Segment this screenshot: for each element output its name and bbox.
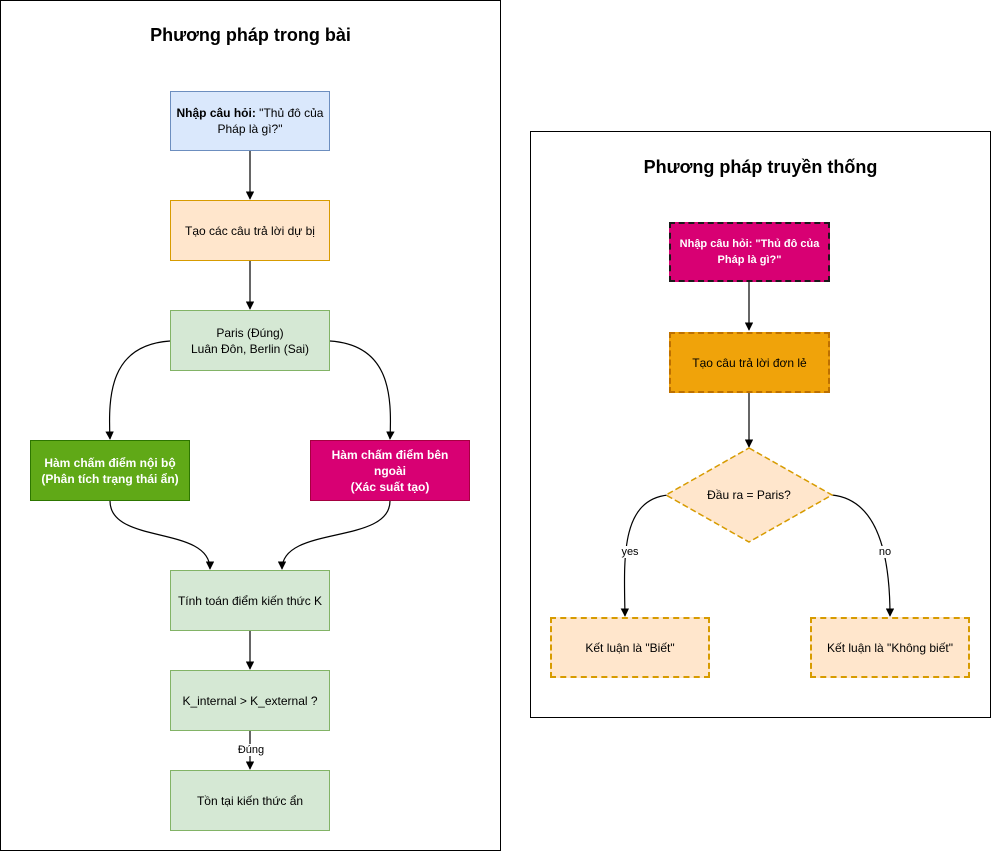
compare-label: K_internal > K_external ? bbox=[182, 693, 318, 708]
edge-label-no: no bbox=[876, 546, 894, 558]
generate-label: Tạo các câu trả lời dự bị bbox=[185, 223, 315, 238]
edge-label-true: Đúng bbox=[235, 744, 267, 756]
edge-candidates-to-internal bbox=[105, 340, 171, 440]
edge-external-to-compute bbox=[277, 500, 391, 570]
r-input-line2: Pháp là gì?" bbox=[717, 254, 782, 266]
right-panel-title: Phương pháp truyền thống bbox=[643, 157, 878, 177]
decision-label: Đầu ra = Paris? bbox=[707, 488, 791, 502]
input-text: "Thủ đô của bbox=[255, 106, 324, 120]
internal-line2: (Phân tích trạng thái ẩn) bbox=[41, 471, 179, 486]
dont-know-label: Kết luận là "Không biết" bbox=[827, 640, 953, 655]
node-generate-candidates: Tạo các câu trả lời dự bị bbox=[170, 200, 330, 261]
candidates-line1: Paris (Đúng) bbox=[216, 325, 284, 340]
decision-diamond bbox=[664, 447, 834, 543]
node-candidate-answers: Paris (Đúng) Luân Đôn, Berlin (Sai) bbox=[170, 310, 330, 371]
external-line2: (Xác suất tạo) bbox=[350, 479, 430, 494]
edge-r-decision-yes bbox=[620, 494, 669, 617]
external-line1: Hàm chấm điểm bên ngoài bbox=[331, 447, 449, 478]
single-label: Tạo câu trả lời đơn lẻ bbox=[692, 355, 807, 370]
edge-label-yes: yes bbox=[619, 546, 641, 558]
edge-candidates-to-external bbox=[329, 340, 395, 440]
node-r-decision-label: Đầu ra = Paris? bbox=[686, 480, 812, 510]
compute-label: Tính toán điểm kiến thức K bbox=[177, 593, 323, 608]
node-internal-scorer: Hàm chấm điểm nội bộ (Phân tích trạng th… bbox=[30, 440, 190, 501]
exists-label: Tồn tại kiến thức ẩn bbox=[196, 793, 304, 808]
node-hidden-knowledge: Tồn tại kiến thức ẩn bbox=[170, 770, 330, 831]
node-r-conclude-dont-know: Kết luận là "Không biết" bbox=[810, 617, 970, 678]
internal-line1: Hàm chấm điểm nội bộ bbox=[44, 455, 176, 470]
node-compare-scores: K_internal > K_external ? bbox=[170, 670, 330, 731]
node-compute-score: Tính toán điểm kiến thức K bbox=[170, 570, 330, 631]
know-label: Kết luận là "Biết" bbox=[585, 640, 675, 655]
edge-r-decision-no bbox=[831, 494, 895, 617]
node-external-scorer: Hàm chấm điểm bên ngoài (Xác suất tạo) bbox=[310, 440, 470, 501]
candidates-line2: Luân Đôn, Berlin (Sai) bbox=[190, 341, 310, 356]
node-r-input-question: Nhập câu hỏi: "Thủ đô của Pháp là gì?" bbox=[669, 222, 830, 282]
input-text-line2: Pháp là gì?" bbox=[217, 122, 283, 136]
node-input-question: Nhập câu hỏi: "Thủ đô của Pháp là gì?" bbox=[170, 91, 330, 151]
edge-internal-to-compute bbox=[109, 500, 215, 570]
input-label: Nhập câu hỏi: bbox=[176, 106, 256, 120]
node-r-single-answer: Tạo câu trả lời đơn lẻ bbox=[669, 332, 830, 393]
node-r-conclude-know: Kết luận là "Biết" bbox=[550, 617, 710, 678]
r-input-line1: Nhập câu hỏi: "Thủ đô của bbox=[679, 238, 820, 250]
left-panel-title: Phương pháp trong bài bbox=[150, 25, 351, 45]
